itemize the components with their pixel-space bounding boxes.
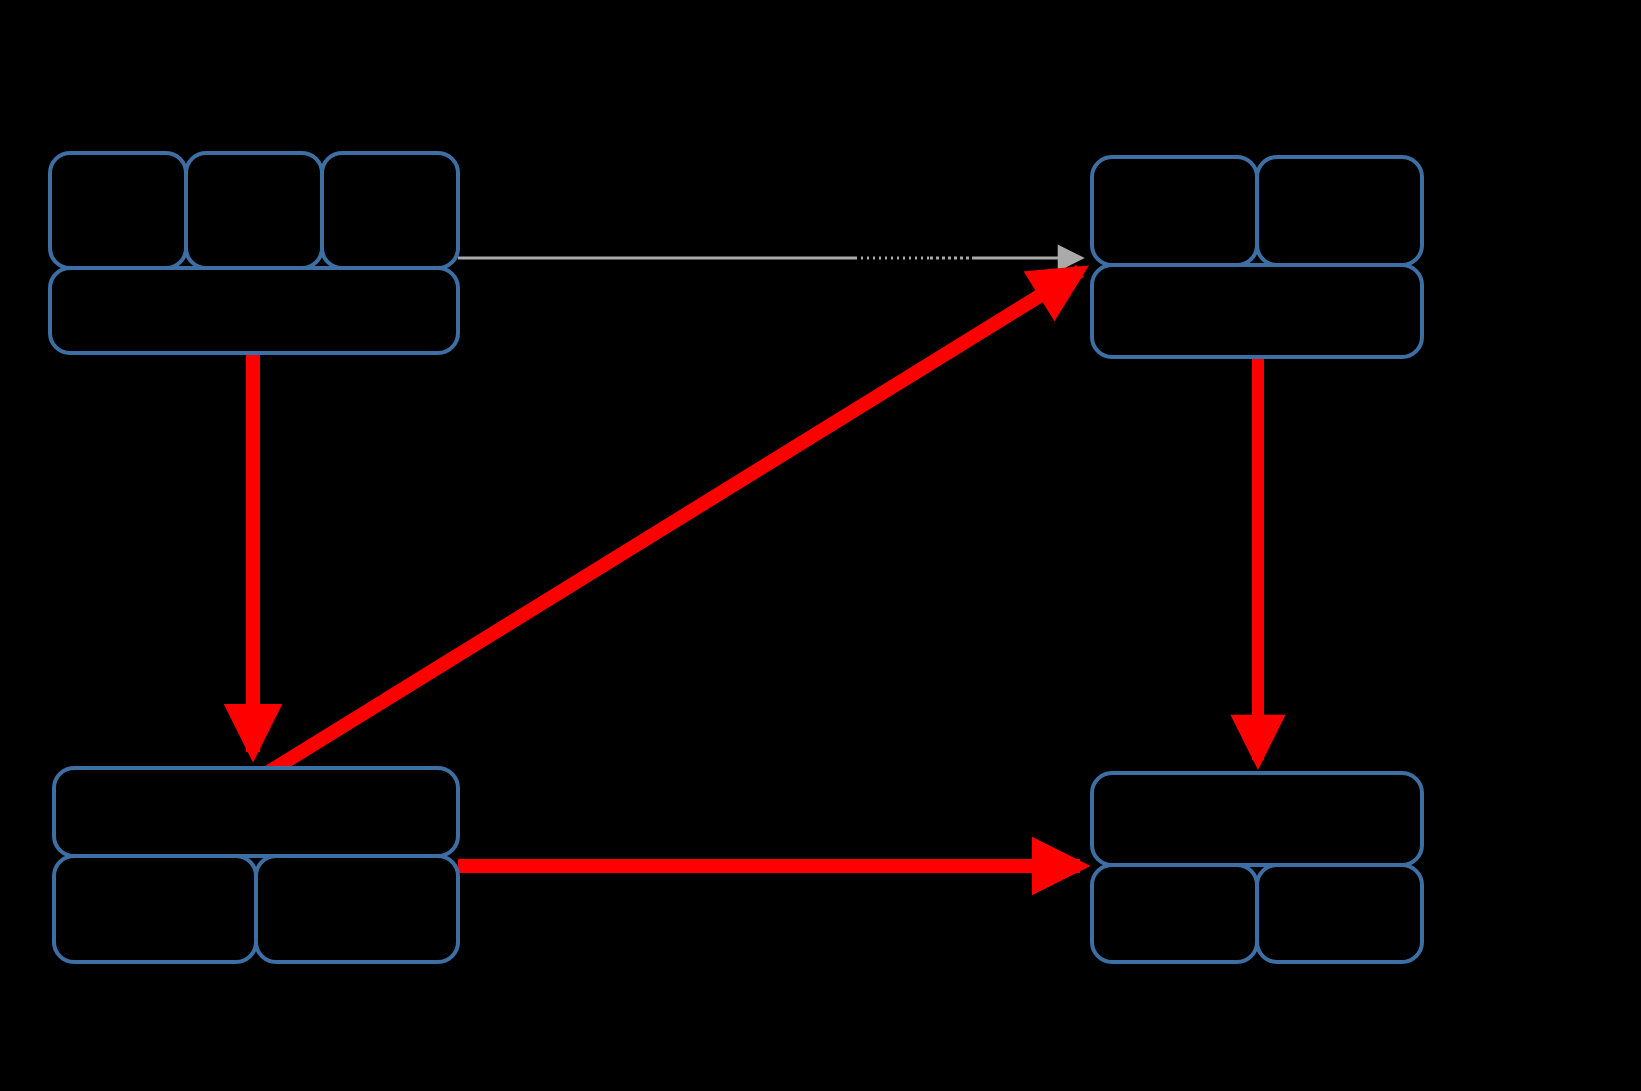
bottom-left-node[interactable]: [52, 766, 460, 964]
bottom-left-node-cell-1[interactable]: [52, 766, 460, 858]
bottom-right-node-cell-1[interactable]: [1090, 771, 1424, 867]
top-left-node-cell-1[interactable]: [48, 151, 188, 270]
bottom-left-node-cell-3[interactable]: [254, 854, 460, 964]
bottom-left-node-row-top: [52, 766, 460, 858]
bottom-right-node-cell-2[interactable]: [1090, 863, 1259, 964]
top-right-node-cell-2[interactable]: [1255, 155, 1424, 267]
bottom-right-node-row-bottom: [1090, 863, 1424, 964]
bottom-left-node-row-bottom: [52, 854, 460, 964]
top-left-node[interactable]: [48, 151, 460, 355]
bottom-right-node-cell-3[interactable]: [1255, 863, 1424, 964]
top-right-node[interactable]: [1090, 155, 1424, 359]
top-right-node-cell-1[interactable]: [1090, 155, 1259, 267]
top-right-node-row-bottom: [1090, 263, 1424, 359]
top-left-node-cell-2[interactable]: [184, 151, 324, 270]
bottom-right-node[interactable]: [1090, 771, 1424, 964]
bottom-right-node-row-top: [1090, 771, 1424, 867]
top-right-node-row-top: [1090, 155, 1424, 267]
top-left-node-cell-3[interactable]: [320, 151, 460, 270]
top-left-node-row-top: [48, 151, 460, 270]
top-left-node-row-bottom: [48, 266, 460, 355]
top-left-node-cell-4[interactable]: [48, 266, 460, 355]
top-right-node-cell-3[interactable]: [1090, 263, 1424, 359]
bottom-left-node-cell-2[interactable]: [52, 854, 258, 964]
